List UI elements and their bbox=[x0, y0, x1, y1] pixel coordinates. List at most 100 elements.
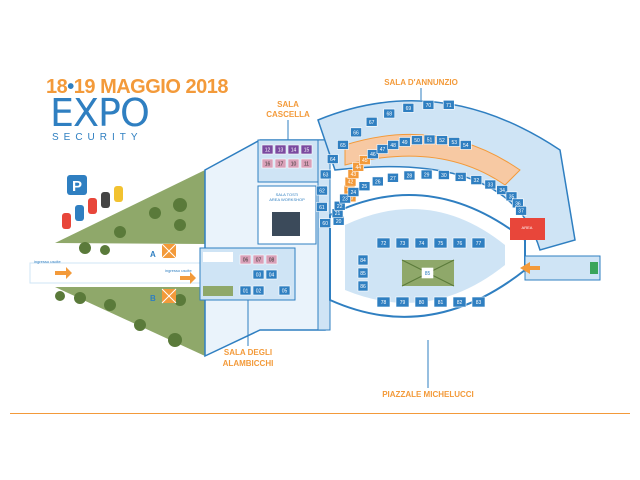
label-sala-alambicchi-1: SALA DEGLI bbox=[224, 348, 272, 357]
stand-box[interactable] bbox=[365, 116, 378, 127]
stand-box[interactable] bbox=[326, 154, 339, 164]
stand-box[interactable] bbox=[505, 191, 518, 202]
stand-number: 21 bbox=[335, 211, 341, 217]
stand-box[interactable] bbox=[316, 202, 328, 212]
stand-box[interactable] bbox=[452, 237, 467, 249]
stand-box[interactable] bbox=[252, 254, 265, 265]
stand-box[interactable] bbox=[471, 237, 486, 249]
stand-box[interactable] bbox=[433, 237, 448, 249]
stand-number: 24 bbox=[351, 190, 357, 196]
stand-box[interactable] bbox=[278, 285, 291, 296]
stand-box[interactable] bbox=[347, 187, 360, 197]
stand-number: 63 bbox=[323, 172, 329, 178]
stand-box[interactable] bbox=[274, 158, 287, 169]
stand-box[interactable] bbox=[420, 169, 433, 180]
stand-box[interactable] bbox=[239, 285, 252, 296]
stand-box[interactable] bbox=[387, 172, 399, 183]
stand-number: 74 bbox=[419, 241, 425, 247]
stand-number: 05 bbox=[282, 289, 288, 295]
stand-number: 15 bbox=[304, 148, 310, 154]
stand-box[interactable] bbox=[265, 269, 278, 280]
stand-box[interactable] bbox=[395, 296, 410, 308]
stand-box[interactable] bbox=[470, 175, 483, 185]
stand-number: 28 bbox=[407, 173, 413, 179]
parking-area-bottom bbox=[55, 287, 205, 356]
stand-box[interactable] bbox=[357, 254, 369, 266]
stand-box[interactable] bbox=[460, 140, 472, 150]
stand-box[interactable] bbox=[496, 185, 508, 195]
stand-box[interactable] bbox=[358, 155, 371, 165]
stand-box[interactable] bbox=[261, 158, 274, 169]
stand-box[interactable] bbox=[319, 169, 332, 180]
stand-box[interactable] bbox=[300, 144, 313, 155]
stand-box[interactable] bbox=[357, 267, 369, 279]
stand-box[interactable] bbox=[252, 269, 265, 280]
stand-box[interactable] bbox=[452, 296, 467, 308]
stand-box[interactable] bbox=[376, 237, 391, 249]
stand-box[interactable] bbox=[438, 170, 450, 180]
stand-box[interactable] bbox=[398, 137, 411, 147]
stand-number: 52 bbox=[439, 138, 445, 144]
stand-number: 85 bbox=[425, 271, 431, 277]
stand-box[interactable] bbox=[402, 103, 415, 113]
stand-box[interactable] bbox=[350, 127, 362, 138]
stand-box[interactable] bbox=[316, 185, 328, 196]
stand-box[interactable] bbox=[515, 205, 527, 216]
stand-box[interactable] bbox=[287, 158, 300, 169]
arrow-left-icon bbox=[520, 262, 540, 274]
stand-number: 62 bbox=[319, 189, 325, 195]
stand-box[interactable] bbox=[252, 285, 265, 296]
stand-box[interactable] bbox=[383, 108, 396, 119]
stand-box[interactable] bbox=[414, 237, 429, 249]
stand-number: 71 bbox=[446, 103, 452, 109]
stand-box[interactable] bbox=[414, 296, 429, 308]
stand-box[interactable] bbox=[471, 296, 486, 308]
stand-box[interactable] bbox=[352, 162, 365, 172]
stand-box[interactable] bbox=[367, 149, 379, 159]
stand-number: 29 bbox=[424, 173, 430, 179]
stand-box[interactable] bbox=[300, 158, 313, 169]
stand-box[interactable] bbox=[442, 99, 455, 110]
stand-number: 02 bbox=[256, 289, 262, 295]
arrow-right-icon bbox=[180, 272, 196, 284]
stand-box[interactable] bbox=[371, 176, 384, 187]
stand-box[interactable] bbox=[387, 140, 399, 150]
entry-label-left: ingresso uscite bbox=[34, 259, 61, 264]
stand-box[interactable] bbox=[433, 296, 448, 308]
stand-box[interactable] bbox=[339, 193, 351, 204]
stand-box[interactable] bbox=[274, 144, 287, 155]
stand-box[interactable] bbox=[421, 267, 434, 279]
stand-box[interactable] bbox=[422, 100, 435, 110]
logo-subtitle: SECURITY bbox=[52, 132, 143, 143]
stand-box[interactable] bbox=[239, 254, 252, 265]
stand-box[interactable] bbox=[287, 144, 300, 155]
label-sala-annunzio: SALA D'ANNUNZIO bbox=[384, 78, 458, 87]
stand-number: 86 bbox=[360, 284, 366, 290]
entry-label-right: ingresso uscite bbox=[165, 268, 192, 273]
label-sala-cascella-1: SALA bbox=[277, 100, 299, 109]
stand-box[interactable] bbox=[265, 254, 278, 265]
stand-box[interactable] bbox=[357, 280, 369, 292]
stand-box[interactable] bbox=[448, 137, 461, 147]
stand-box[interactable] bbox=[358, 181, 371, 192]
stand-box[interactable] bbox=[454, 172, 467, 182]
corridor bbox=[317, 139, 331, 331]
stand-box[interactable] bbox=[436, 135, 448, 145]
stand-box[interactable] bbox=[319, 218, 332, 228]
stand-box[interactable] bbox=[261, 144, 274, 155]
stand-box[interactable] bbox=[395, 237, 410, 249]
label-sala-alambicchi-2: ALAMBICCHI bbox=[223, 359, 274, 368]
stand-box[interactable] bbox=[337, 140, 349, 150]
stand-box[interactable] bbox=[403, 170, 416, 181]
stand-number: 65 bbox=[340, 143, 346, 149]
stand-box[interactable] bbox=[376, 296, 391, 308]
stand-number: 22 bbox=[337, 204, 343, 210]
red-area-label: AREA bbox=[522, 225, 533, 230]
stand-number: 03 bbox=[256, 273, 262, 279]
stand-box[interactable] bbox=[484, 179, 497, 190]
stand-box[interactable] bbox=[423, 134, 436, 145]
stand-box[interactable] bbox=[411, 135, 423, 145]
stand-number: 49 bbox=[402, 140, 408, 146]
